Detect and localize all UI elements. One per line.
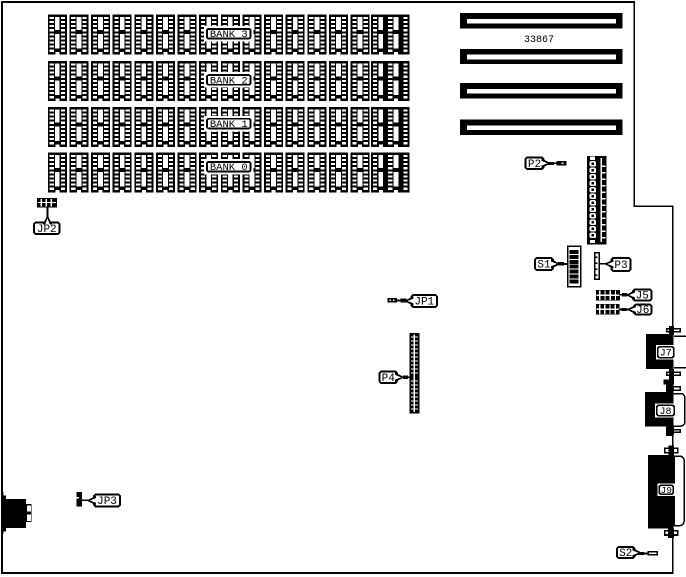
svg-text:S2: S2 xyxy=(619,548,632,560)
svg-text:J7: J7 xyxy=(660,349,672,360)
svg-text:BANK 2: BANK 2 xyxy=(210,75,248,87)
svg-text:J8: J8 xyxy=(659,407,671,418)
svg-text:P2: P2 xyxy=(528,159,541,171)
svg-text:BANK 1: BANK 1 xyxy=(210,119,248,131)
svg-text:JP1: JP1 xyxy=(414,297,434,309)
svg-text:JP2: JP2 xyxy=(37,224,57,236)
svg-text:J5: J5 xyxy=(636,291,649,303)
svg-text:JP3: JP3 xyxy=(97,496,117,508)
svg-text:33867: 33867 xyxy=(524,35,554,46)
svg-text:J6: J6 xyxy=(636,305,649,317)
svg-text:P3: P3 xyxy=(614,260,627,272)
svg-text:BANK 0: BANK 0 xyxy=(210,162,248,174)
svg-text:P4: P4 xyxy=(382,373,396,385)
svg-text:S1: S1 xyxy=(537,260,551,272)
svg-text:BANK 3: BANK 3 xyxy=(210,29,248,41)
svg-text:J9: J9 xyxy=(661,485,673,496)
